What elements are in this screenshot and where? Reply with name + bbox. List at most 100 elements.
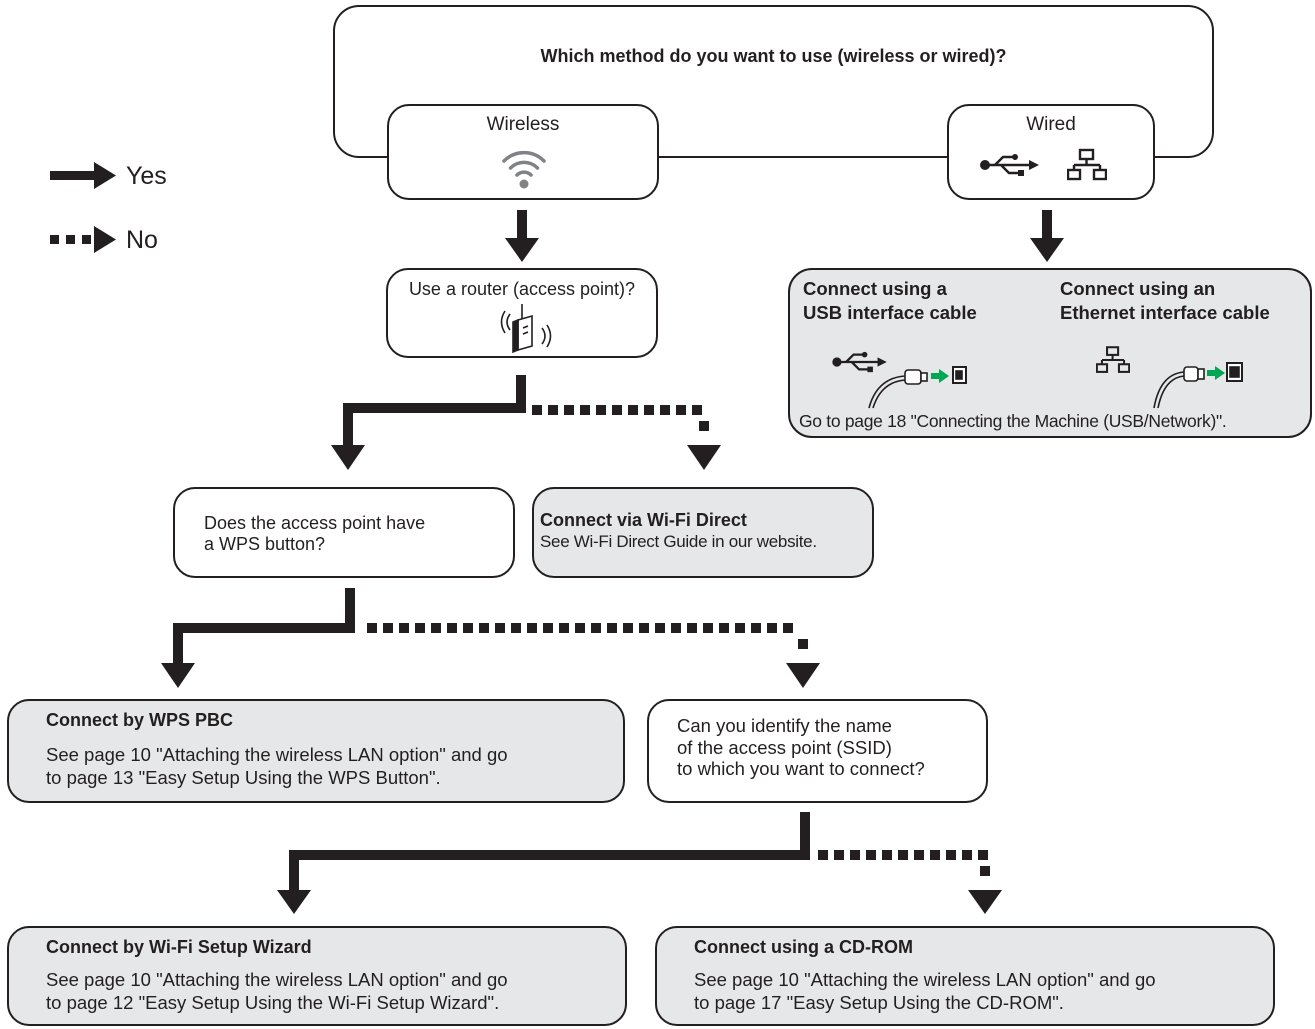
no-line-dash: [463, 623, 473, 633]
wizard-title: Connect by Wi-Fi Setup Wizard: [46, 937, 312, 957]
no-line-dash: [866, 850, 876, 860]
cdrom-result-box: Connect using a CD-ROM See page 10 "Atta…: [655, 926, 1275, 1026]
yes-line: [343, 403, 526, 413]
router-icon: [500, 304, 552, 354]
no-line-dash: [511, 623, 521, 633]
yes-line: [289, 850, 810, 860]
wizard-description: See page 10 "Attaching the wireless LAN …: [46, 969, 508, 1013]
no-line-dash: [798, 639, 808, 649]
no-line-dash: [495, 623, 505, 633]
legend-no-arrowhead: [94, 226, 116, 253]
no-line-dash: [719, 623, 729, 633]
no-arrowhead: [786, 663, 820, 688]
router-question-box: Use a router (access point)?: [386, 268, 658, 358]
no-line-dash: [607, 623, 617, 633]
wps-question-box: Does the access point have a WPS button?: [173, 487, 515, 578]
no-line-dash: [431, 623, 441, 633]
yes-arrowhead: [161, 663, 195, 688]
no-line-dash: [612, 405, 622, 415]
no-line-dash: [834, 850, 844, 860]
wifi-direct-result-box: Connect via Wi-Fi Direct See Wi-Fi Direc…: [532, 487, 874, 578]
yes-line: [345, 588, 355, 633]
no-line-dash: [596, 405, 606, 415]
wired-label: Wired: [1026, 114, 1076, 135]
no-line-dash: [735, 623, 745, 633]
no-line-dash: [850, 850, 860, 860]
no-line-dash: [703, 623, 713, 633]
yes-line: [343, 403, 353, 447]
no-line-dash: [751, 623, 761, 633]
no-line-dash: [559, 623, 569, 633]
no-line-dash: [532, 405, 542, 415]
no-line-dash: [580, 405, 590, 415]
no-line-dash: [783, 623, 793, 633]
no-line-dash: [882, 850, 892, 860]
usb-icon: [980, 154, 1039, 176]
no-line-dash: [671, 623, 681, 633]
yes-arrowhead: [331, 445, 365, 470]
no-line-dash: [543, 623, 553, 633]
wifi-direct-description: See Wi-Fi Direct Guide in our website.: [540, 532, 817, 551]
wifi-direct-title: Connect via Wi-Fi Direct: [540, 510, 747, 530]
no-line-dash: [527, 623, 537, 633]
yes-line: [516, 375, 526, 413]
no-line: [532, 405, 709, 431]
wired-result-description: Go to page 18 "Connecting the Machine (U…: [799, 411, 1227, 431]
no-line-dash: [479, 623, 489, 633]
no-line-dash: [383, 623, 393, 633]
ethernet-result-title: Connect using an Ethernet interface cabl…: [1060, 278, 1270, 323]
wps-pbc-description: See page 10 "Attaching the wireless LAN …: [46, 744, 508, 788]
no-line-dash: [655, 623, 665, 633]
wireless-option-box: Wireless: [387, 104, 659, 200]
ssid-question: Can you identify the name of the access …: [677, 715, 925, 779]
no-line-dash: [575, 623, 585, 633]
wps-pbc-title: Connect by WPS PBC: [46, 710, 234, 730]
legend-no-dot: [50, 235, 59, 244]
cdrom-description: See page 10 "Attaching the wireless LAN …: [694, 969, 1156, 1013]
yes-arrowhead: [277, 890, 311, 914]
legend-yes-line: [50, 171, 96, 180]
no-line-dash: [591, 623, 601, 633]
no-line-dash: [639, 623, 649, 633]
no-line-dash: [687, 623, 697, 633]
no-line-dash: [644, 405, 654, 415]
no-arrowhead: [687, 445, 721, 470]
no-line-dash: [692, 405, 702, 415]
no-line-dash: [699, 421, 709, 431]
network-icon: [1096, 346, 1130, 373]
wifi-icon: [502, 150, 546, 189]
usb-icon: [832, 351, 887, 373]
wired-option-box: Wired: [947, 104, 1155, 200]
no-arrowhead: [968, 890, 1002, 914]
no-line-dash: [628, 405, 638, 415]
wps-pbc-result-box: Connect by WPS PBC See page 10 "Attachin…: [7, 699, 625, 803]
legend-no-label: No: [126, 226, 158, 254]
yes-line: [173, 623, 355, 633]
no-line-dash: [623, 623, 633, 633]
legend-yes-arrowhead: [94, 162, 116, 189]
no-line-dash: [548, 405, 558, 415]
yes-arrowhead: [1030, 238, 1064, 262]
yes-line: [1042, 210, 1052, 240]
no-line-dash: [898, 850, 908, 860]
no-line-dash: [447, 623, 457, 633]
no-line-dash: [399, 623, 409, 633]
yes-arrowhead: [505, 238, 539, 262]
router-question: Use a router (access point)?: [408, 279, 636, 299]
yes-line: [800, 812, 810, 860]
yes-line: [289, 850, 299, 892]
wireless-label: Wireless: [486, 114, 560, 135]
cdrom-title: Connect using a CD-ROM: [694, 937, 913, 957]
wifi-setup-wizard-result-box: Connect by Wi-Fi Setup Wizard See page 1…: [7, 926, 627, 1026]
legend-no-dot: [82, 235, 91, 244]
wired-result-box: Connect using a USB interface cable Conn…: [788, 268, 1312, 438]
legend-yes-label: Yes: [126, 162, 167, 190]
no-line-dash: [978, 850, 988, 860]
wps-question: Does the access point have a WPS button?: [204, 513, 426, 554]
no-line-dash: [914, 850, 924, 860]
yes-line: [517, 210, 527, 240]
usb-cable-icon: [868, 366, 967, 409]
no-line-dash: [946, 850, 956, 860]
no-line-dash: [930, 850, 940, 860]
